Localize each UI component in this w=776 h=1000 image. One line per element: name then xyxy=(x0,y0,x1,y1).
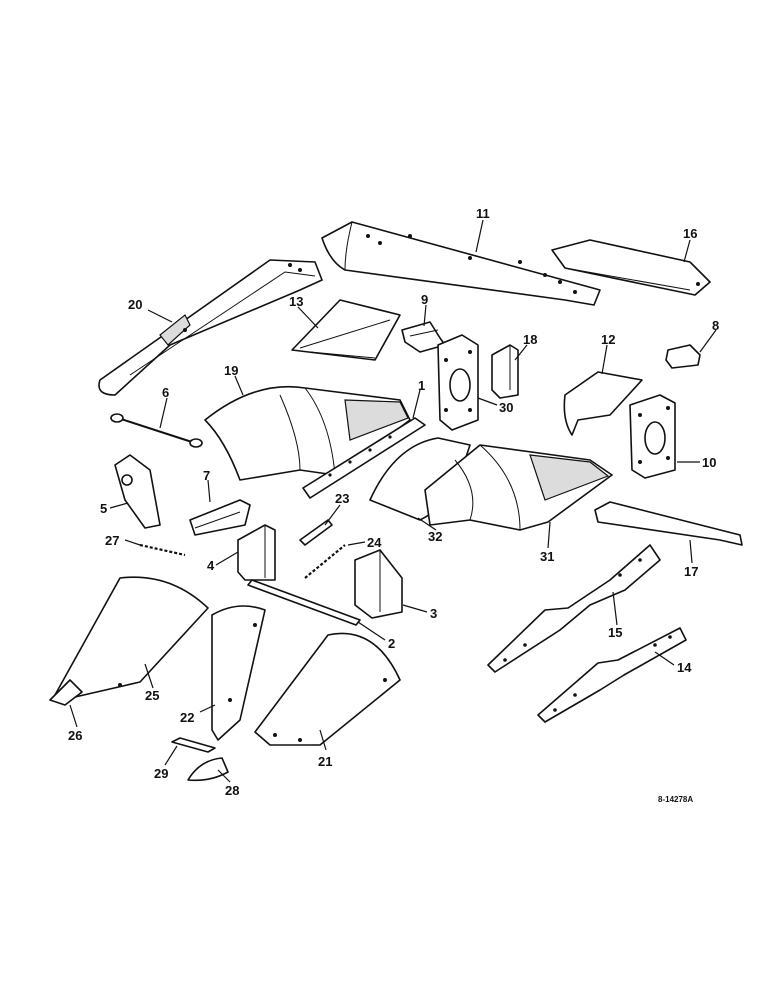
callout-5: 5 xyxy=(100,501,107,516)
callout-23: 23 xyxy=(335,491,349,506)
callout-29: 29 xyxy=(154,766,168,781)
part-2-strip xyxy=(247,579,361,626)
part-27-chain xyxy=(139,543,186,557)
part-5-bracket xyxy=(114,454,161,529)
callout-11: 11 xyxy=(476,206,490,221)
callout-16: 16 xyxy=(683,226,697,241)
part-12-deflector xyxy=(563,371,643,436)
part-25-cone xyxy=(54,576,209,701)
part-31-hood xyxy=(424,444,613,531)
callout-7: 7 xyxy=(203,468,210,483)
part-29-strip xyxy=(171,737,216,753)
part-19-hood xyxy=(204,385,411,481)
callout-26: 26 xyxy=(68,728,82,743)
part-16-shield xyxy=(551,239,711,296)
callout-18: 18 xyxy=(523,332,537,347)
callout-31: 31 xyxy=(540,549,554,564)
callout-24: 24 xyxy=(367,535,382,550)
part-26-tip xyxy=(49,679,83,706)
part-13-deflector xyxy=(291,299,401,361)
callout-10: 10 xyxy=(702,455,716,470)
callout-1: 1 xyxy=(418,378,425,393)
leader-lines xyxy=(69,219,717,783)
part-14-plate xyxy=(537,627,687,723)
part-3-bracket xyxy=(354,549,403,619)
part-28-shoe xyxy=(187,757,229,782)
part-22-cone xyxy=(211,605,266,741)
part-11-top-shield xyxy=(321,221,601,306)
callout-4: 4 xyxy=(207,558,215,573)
callout-8: 8 xyxy=(712,318,719,333)
part-21-cone xyxy=(254,632,401,746)
part-15-plate xyxy=(487,544,661,673)
callout-6: 6 xyxy=(162,385,169,400)
callout-22: 22 xyxy=(180,710,194,725)
callout-30: 30 xyxy=(499,400,513,415)
part-24-chain xyxy=(304,544,346,579)
callout-13: 13 xyxy=(289,294,303,309)
callout-17: 17 xyxy=(684,564,698,579)
callout-12: 12 xyxy=(601,332,615,347)
callout-20: 20 xyxy=(128,297,142,312)
drawing-reference-number: 8-14278A xyxy=(658,795,693,804)
callout-19: 19 xyxy=(224,363,238,378)
part-8-bracket xyxy=(665,344,701,369)
part-23-rod xyxy=(299,519,333,546)
callout-9: 9 xyxy=(421,292,428,307)
callout-27: 27 xyxy=(105,533,119,548)
part-18-bracket xyxy=(491,344,519,399)
part-1-strip xyxy=(302,417,426,499)
callout-2: 2 xyxy=(388,636,395,651)
part-7-plate xyxy=(189,499,251,536)
part-20-arm xyxy=(98,259,323,396)
callouts: 1 2 3 4 5 6 7 8 9 10 11 12 13 14 15 16 1… xyxy=(68,206,719,798)
part-10-end-plate xyxy=(629,394,676,479)
callout-14: 14 xyxy=(677,660,692,675)
part-30-end-plate xyxy=(437,334,479,431)
part-4-bracket xyxy=(237,524,276,581)
callout-15: 15 xyxy=(608,625,622,640)
callout-28: 28 xyxy=(225,783,239,798)
part-17-strip xyxy=(594,501,743,546)
part-6-rod xyxy=(110,413,203,448)
callout-21: 21 xyxy=(318,754,332,769)
callout-32: 32 xyxy=(428,529,442,544)
callout-3: 3 xyxy=(430,606,437,621)
callout-25: 25 xyxy=(145,688,159,703)
